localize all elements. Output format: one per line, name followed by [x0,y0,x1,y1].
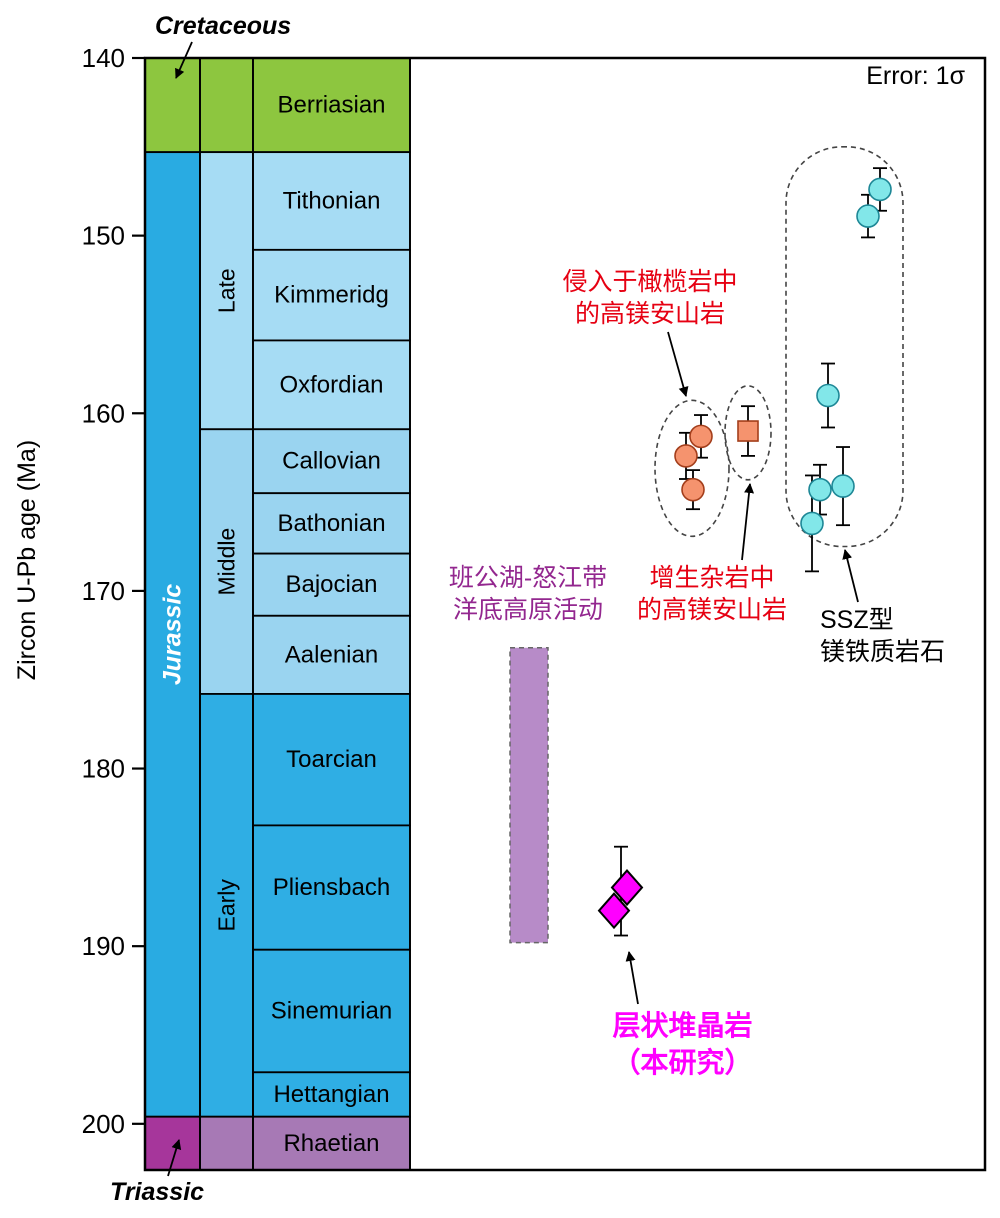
y-axis-title: Zircon U-Pb age (Ma) [13,439,41,681]
epoch-label-early: Early [214,879,240,932]
stage-cell-bathonian [252,492,411,555]
accretionary-andesite-label-line1: 增生杂岩中 [649,564,775,592]
stage-label-toarcian: Toarcian [286,746,377,773]
ssz-arrow [842,549,859,603]
intruded-andesite-label-line1: 侵入于橄榄岩中 [562,268,738,296]
stage-label-tithonian: Tithonian [283,187,381,214]
marker-circle [856,204,880,228]
cretaceous-arrow [175,41,193,79]
stage-label-callovian: Callovian [282,448,381,475]
intruded-andesite-label-line2: 的高镁安山岩 [574,300,725,328]
epoch-cell-blank [199,57,254,154]
tick-label-180: 180 [82,754,125,784]
marker-circle [808,477,832,502]
stage-label-oxfordian: Oxfordian [279,371,383,398]
marker-circle [831,474,855,498]
tick-label-200: 200 [82,1109,125,1139]
intruded-arrow [667,331,689,397]
cretaceous-label: Cretaceous [155,12,292,40]
error-note: Error: 1σ [866,62,965,90]
stage-label-sinemurian: Sinemurian [271,998,392,1025]
stage-label-hettangian: Hettangian [273,1081,389,1108]
oceanic-plateau-label: 班公湖-怒江带 洋底高原活动 [416,562,640,626]
tick-label-160: 160 [82,398,125,428]
ssz-mafic-label-line1: SSZ型 [820,606,894,634]
stage-cell-oxfordian [252,339,411,431]
ssz-mafic-label-line2: 镁铁质岩石 [820,638,946,666]
layered-cumulate-label-line1: 层状堆晶岩 [612,1010,753,1041]
period-cell-cretaceous [144,57,201,154]
epoch-cell-blank [199,1115,254,1171]
epoch-label-late: Late [214,268,240,313]
stage-label-pliensbach: Pliensbach [273,874,390,901]
stage-label-kimmeridg: Kimmeridg [274,282,389,309]
group-outline-2 [724,385,772,481]
oceanic-plateau-label-line2: 洋底高原活动 [452,596,603,624]
stage-cell-tithonian [252,151,411,251]
stage-cell-rhaetian [252,1115,411,1171]
marker-square [737,420,759,442]
group-outline-0 [785,146,904,548]
accretionary-andesite-label: 增生杂岩中 的高镁安山岩 [600,562,824,626]
stage-label-berriasian: Berriasian [277,92,385,119]
stage-label-bajocian: Bajocian [285,571,377,598]
marker-circle [674,444,698,468]
stage-label-rhaetian: Rhaetian [283,1130,379,1157]
layered-cumulate-label: 层状堆晶岩 （本研究） [560,1008,805,1082]
marker-circle [681,477,705,502]
accretionary-andesite-label-line2: 的高镁安山岩 [636,596,787,624]
tick-label-150: 150 [82,221,125,251]
chart-frame [143,56,987,1172]
intruded-andesite-label: 侵入于橄榄岩中 的高镁安山岩 [538,266,762,330]
period-cell-jurassic [144,151,201,1118]
cumulate-arrow [625,951,639,1005]
triassic-label: Triassic [110,1178,205,1206]
stage-cell-hettangian [252,1071,411,1118]
layered-cumulate-label-line2: （本研究） [612,1046,753,1078]
epoch-label-middle: Middle [214,528,240,596]
marker-circle [868,177,892,202]
marker-circle [689,424,713,449]
marker-circle [800,511,824,536]
period-label-jurassic: Jurassic [159,584,187,686]
stage-cell-sinemurian [252,948,411,1074]
tick-label-140: 140 [82,43,125,73]
group-outline-1 [654,399,730,538]
tick-label-170: 170 [82,576,125,606]
marker-diamond [610,869,644,907]
stage-label-bathonian: Bathonian [277,510,385,537]
event-bar [509,647,549,944]
accretionary-arrow [741,483,755,561]
marker-circle [816,383,840,408]
triassic-arrow [167,1139,182,1177]
ssz-mafic-label: SSZ型 镁铁质岩石 [820,604,945,668]
oceanic-plateau-label-line1: 班公湖-怒江带 [448,564,608,592]
tick-label-190: 190 [82,931,125,961]
stage-label-aalenian: Aalenian [285,641,378,668]
marker-diamond [597,892,631,930]
